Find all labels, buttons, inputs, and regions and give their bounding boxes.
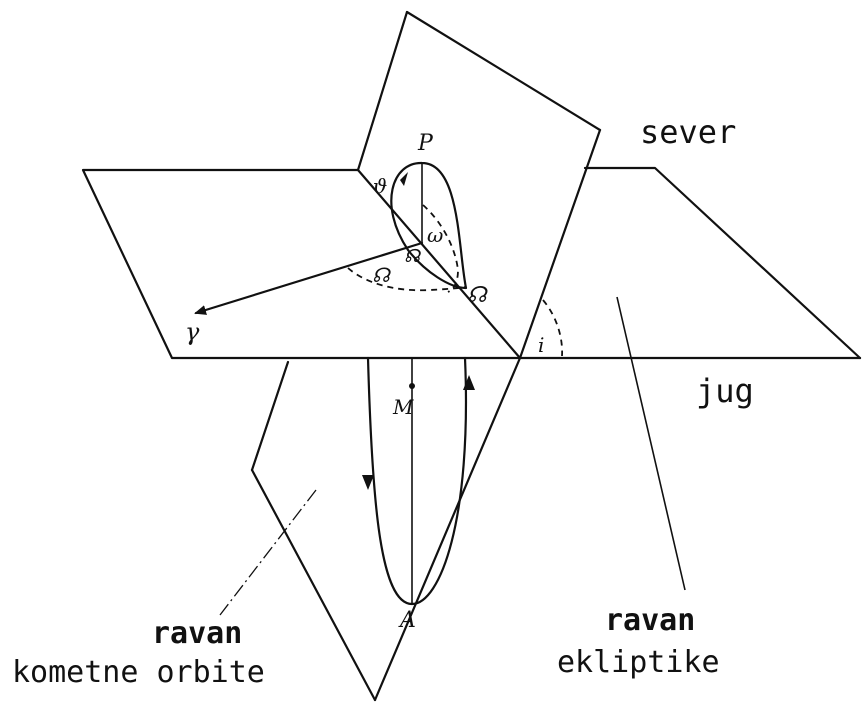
label-ecliptic-plane-2: ekliptike [557,645,720,680]
label-aphelion: A [398,608,416,633]
label-inclination: i [538,333,544,357]
angle-arcs [347,204,563,357]
label-ascending-node: ☊ [467,283,489,308]
label-orbit-plane-1: ravan [152,616,242,651]
vernal-equinox-vector [194,241,424,315]
label-ecliptic-plane-1: ravan [605,603,695,638]
orbit-plane [250,10,602,702]
comet-orbit [366,161,468,606]
label-node-symbol: ☊ [404,246,422,267]
leader-orbit-plane [219,489,317,616]
ecliptic-plane [81,166,862,360]
label-Omega: ☊ [372,263,392,287]
orbit-direction-arrows [362,172,475,490]
label-omega: ω [427,223,443,247]
label-sever: sever [640,113,736,151]
label-jug: jug [696,372,754,410]
label-M: M [392,395,414,419]
label-aries: γ [185,318,200,346]
label-orbit-plane-2: kometne orbite [12,655,265,690]
leader-ecliptic-plane [616,296,686,591]
label-theta: ϑ [373,174,387,198]
label-perihelion: P [417,131,434,156]
